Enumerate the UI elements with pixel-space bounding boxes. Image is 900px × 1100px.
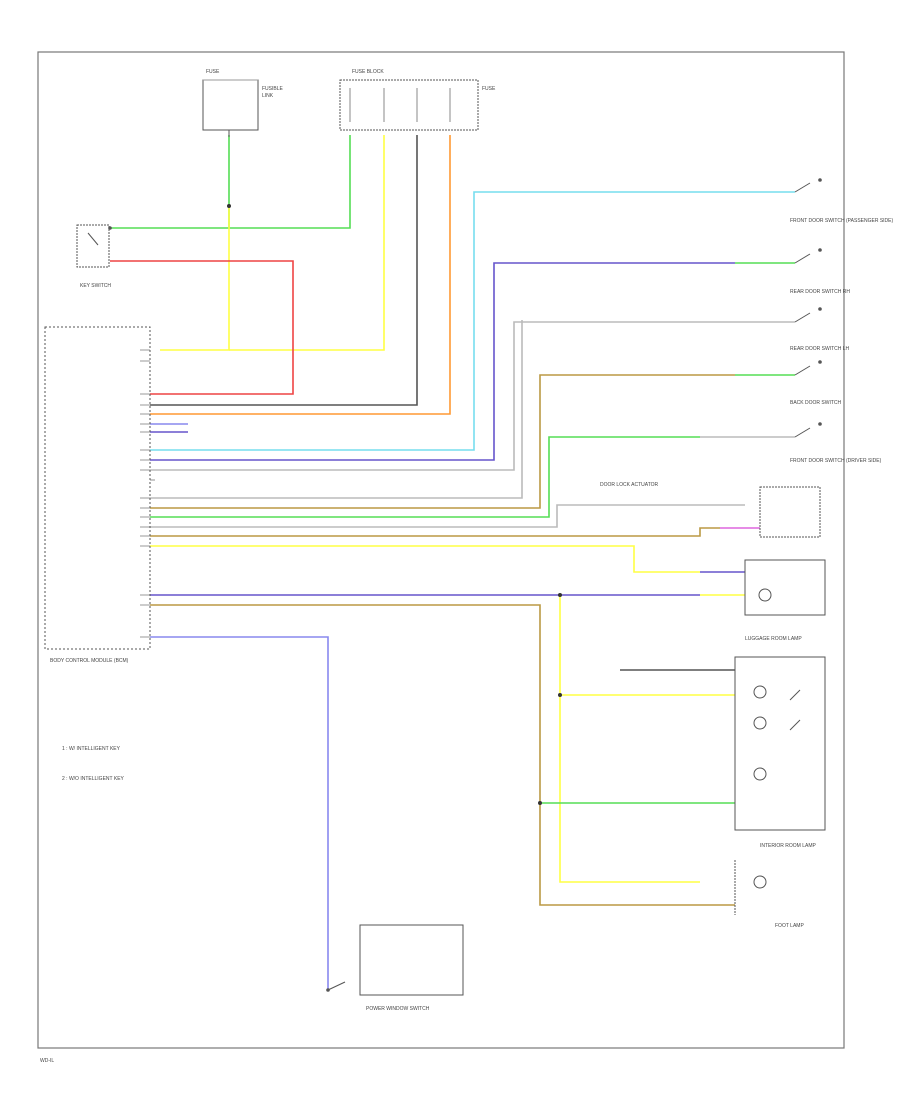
front-door-switch-passenger: FRONT DOOR SWITCH (PASSENGER SIDE)	[790, 178, 893, 224]
door-lock-actuator: DOOR LOCK ACTUATOR	[600, 482, 821, 538]
svg-text:FUSE: FUSE	[482, 86, 496, 92]
svg-text:1 : W/ INTELLIGENT KEY: 1 : W/ INTELLIGENT KEY	[62, 746, 121, 752]
green-wire-rear-lh-2	[150, 436, 700, 518]
svg-text:FRONT DOOR SWITCH (PASSENGER S: FRONT DOOR SWITCH (PASSENGER SIDE)	[790, 218, 893, 224]
svg-text:DOOR LOCK ACTUATOR: DOOR LOCK ACTUATOR	[600, 482, 659, 488]
svg-text:KEY SWITCH: KEY SWITCH	[80, 283, 111, 289]
diagram-frame	[37, 51, 845, 1049]
junction-dot	[227, 204, 231, 208]
page-code: WD-IL	[40, 1058, 54, 1064]
fuse-block-left: FUSE FUSIBLE LINK	[202, 69, 284, 137]
back-door-switch: BACK DOOR SWITCH	[790, 360, 842, 406]
cyan-wire-passenger-door	[150, 191, 795, 451]
light-wire-door-lock	[150, 504, 745, 528]
junction-dot	[558, 693, 562, 697]
red-wire-key	[110, 260, 294, 395]
yellow-wire-interior	[559, 595, 700, 883]
orange-wire-fuse	[150, 135, 451, 415]
gray-wire-driver-door	[150, 320, 523, 499]
dark-wire-fuse	[150, 135, 418, 406]
svg-text:FUSE BLOCK: FUSE BLOCK	[352, 69, 384, 75]
svg-text:BACK DOOR SWITCH: BACK DOOR SWITCH	[790, 400, 842, 406]
foot-lamp: FOOT LAMP	[734, 860, 804, 929]
tan-wire-door-lock	[150, 527, 720, 537]
key-switch: KEY SWITCH	[76, 224, 112, 289]
blue-violet-wire-rear-rh	[150, 262, 735, 461]
fuse-block-right: FUSE BLOCK FUSE	[339, 69, 496, 131]
lavender-wire-pw-switch	[150, 636, 329, 990]
yellow-wire-luggage	[150, 545, 700, 573]
svg-text:REAR DOOR SWITCH RH: REAR DOOR SWITCH RH	[790, 289, 850, 295]
power-window-switch: POWER WINDOW SWITCH	[326, 924, 464, 1012]
svg-text:2 : W/O INTELLIGENT KEY: 2 : W/O INTELLIGENT KEY	[62, 776, 125, 782]
svg-text:FUSE: FUSE	[206, 69, 220, 75]
tan-wire-foot	[150, 604, 735, 906]
svg-text:LINK: LINK	[262, 93, 274, 99]
rear-door-switch-lh: REAR DOOR SWITCH LH	[790, 307, 850, 352]
front-door-switch-driver: FRONT DOOR SWITCH (DRIVER SIDE)	[790, 422, 882, 464]
rear-door-switch-rh: REAR DOOR SWITCH RH	[790, 248, 850, 295]
interior-room-lamp: INTERIOR ROOM LAMP	[734, 656, 826, 849]
svg-text:REAR DOOR SWITCH LH: REAR DOOR SWITCH LH	[790, 346, 850, 352]
svg-text:FUSIBLE: FUSIBLE	[262, 86, 284, 92]
body-control-module: BODY CONTROL MODULE (BCM)	[44, 326, 151, 664]
junctions	[227, 204, 562, 805]
junction-dot	[538, 801, 542, 805]
svg-text:POWER WINDOW SWITCH: POWER WINDOW SWITCH	[366, 1006, 430, 1012]
svg-text:LUGGAGE ROOM LAMP: LUGGAGE ROOM LAMP	[745, 636, 802, 642]
yellow-wire-fuse	[229, 135, 385, 351]
gray-wire-rear-lh	[150, 321, 795, 471]
svg-text:INTERIOR ROOM LAMP: INTERIOR ROOM LAMP	[760, 843, 817, 849]
luggage-room-lamp: LUGGAGE ROOM LAMP	[744, 559, 826, 642]
wires	[110, 135, 795, 990]
svg-text:FOOT LAMP: FOOT LAMP	[775, 923, 804, 929]
tan-wire-back-door	[150, 374, 735, 509]
svg-text:FRONT DOOR SWITCH (DRIVER SIDE: FRONT DOOR SWITCH (DRIVER SIDE)	[790, 458, 882, 464]
junction-dot	[558, 593, 562, 597]
svg-text:BODY CONTROL MODULE (BCM): BODY CONTROL MODULE (BCM)	[50, 658, 129, 664]
footnotes: 1 : W/ INTELLIGENT KEY 2 : W/O INTELLIGE…	[62, 746, 125, 782]
